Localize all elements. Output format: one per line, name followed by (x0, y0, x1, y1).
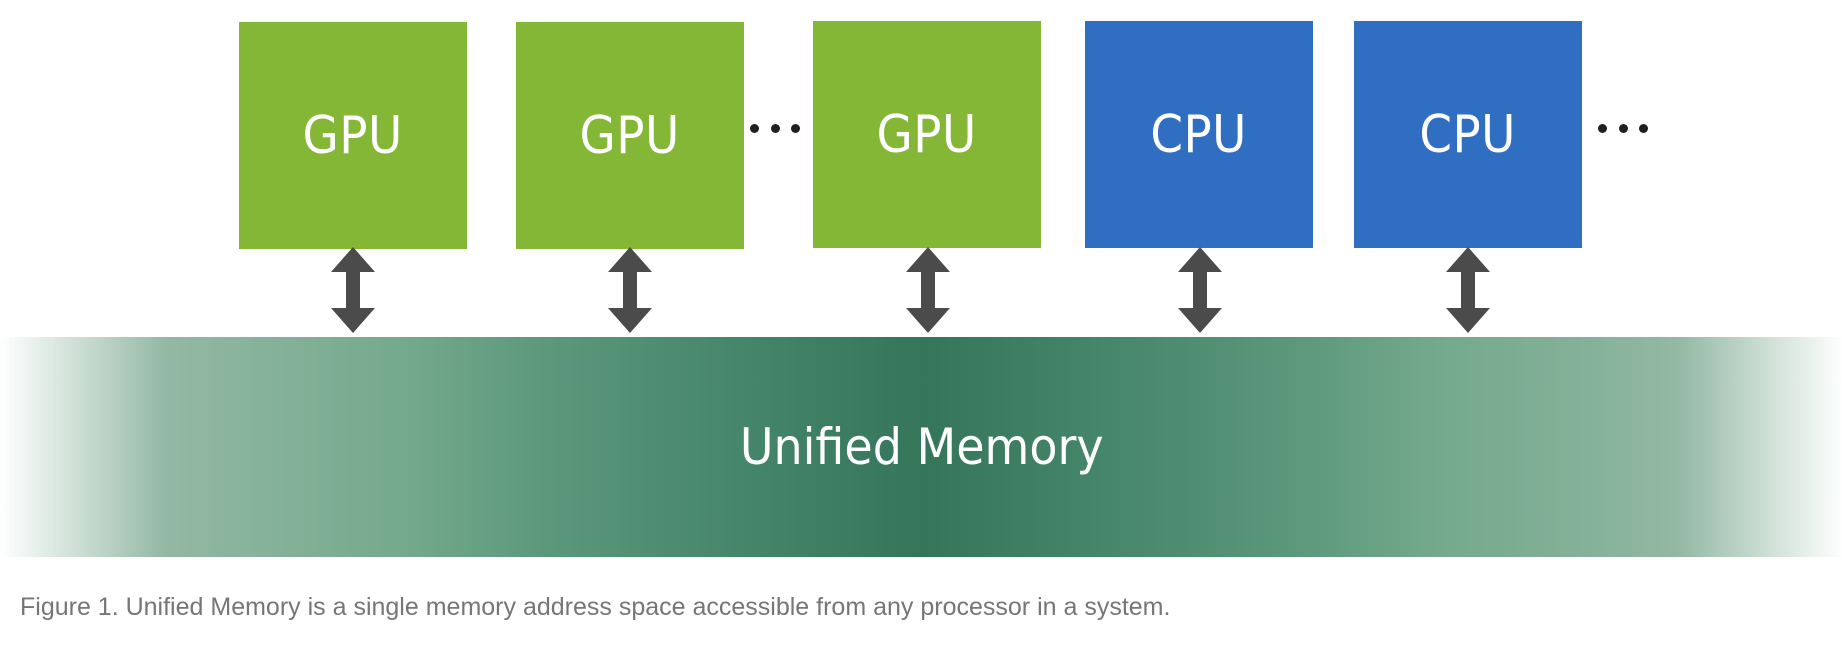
double-arrow-icon (331, 247, 375, 333)
figure-caption: Figure 1. Unified Memory is a single mem… (20, 593, 1171, 621)
unified-memory-band: Unified Memory (0, 337, 1844, 557)
double-arrow-icon (906, 247, 950, 333)
double-arrow-icon (1446, 247, 1490, 333)
double-arrow-icon (1178, 247, 1222, 333)
double-arrow-icon (608, 247, 652, 333)
cpu-block-2: CPU (1354, 21, 1582, 248)
gpu-label: GPU (876, 104, 978, 165)
cpu-label: CPU (1419, 104, 1517, 165)
gpu-block-2: GPU (516, 22, 744, 249)
gpu-ellipsis-icon (750, 118, 800, 138)
gpu-label: GPU (579, 105, 681, 166)
cpu-label: CPU (1150, 104, 1248, 165)
cpu-block-1: CPU (1085, 21, 1313, 248)
gpu-block-3: GPU (813, 21, 1041, 248)
gpu-label: GPU (302, 105, 404, 166)
cpu-ellipsis-icon (1598, 118, 1648, 138)
gpu-block-1: GPU (239, 22, 467, 249)
memory-label: Unified Memory (740, 418, 1104, 476)
